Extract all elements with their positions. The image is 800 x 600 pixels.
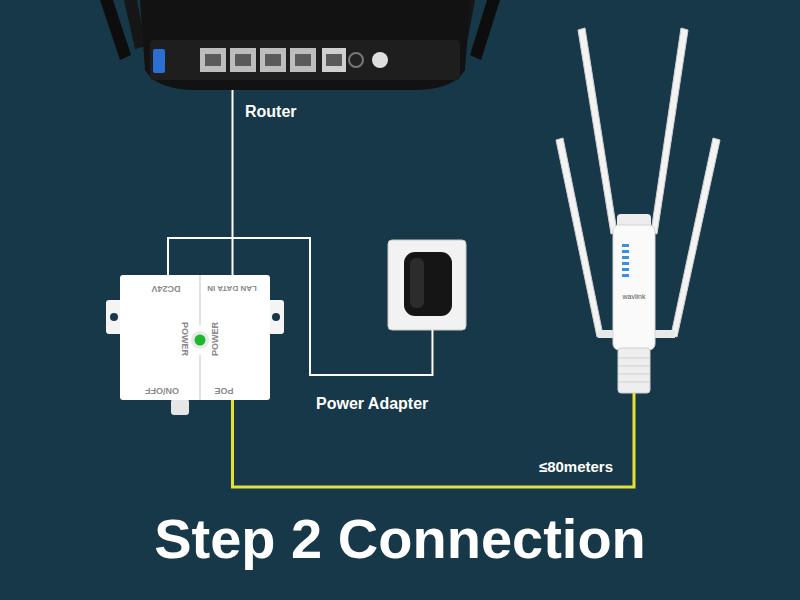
connector-ring bbox=[618, 366, 650, 367]
antenna-hinge bbox=[653, 330, 675, 338]
power-label: POWER bbox=[179, 322, 189, 356]
led bbox=[622, 268, 629, 271]
access-point: wavlink bbox=[613, 225, 655, 393]
usb-port bbox=[153, 49, 165, 73]
switch-label: ON/OFF bbox=[145, 385, 179, 395]
device-label: Power Adapter bbox=[316, 395, 428, 413]
port-hole bbox=[205, 54, 221, 66]
lan-port bbox=[260, 48, 286, 72]
switch-knob bbox=[171, 399, 189, 415]
ap-antenna bbox=[671, 138, 720, 337]
mount-hole bbox=[272, 313, 280, 321]
power-button bbox=[372, 52, 388, 68]
lan-port bbox=[290, 48, 316, 72]
port-hole bbox=[295, 54, 311, 66]
distance-label: ≤80meters bbox=[536, 459, 616, 476]
led bbox=[622, 262, 629, 265]
connector-ring bbox=[618, 382, 650, 383]
step-title: Step 2 Connection bbox=[0, 508, 800, 570]
port-hole bbox=[326, 54, 342, 66]
ap-connector bbox=[618, 348, 650, 393]
ap-antenna bbox=[578, 28, 617, 234]
power-adapter: Power Adapter bbox=[388, 240, 466, 330]
power-label: POWER bbox=[211, 322, 221, 356]
ap-body bbox=[613, 225, 655, 350]
wall-socket bbox=[388, 240, 466, 330]
injector-face bbox=[120, 275, 270, 400]
router-antenna bbox=[470, 0, 500, 60]
port-label: POE bbox=[214, 385, 233, 395]
ap-antenna bbox=[556, 138, 603, 337]
port-hole bbox=[265, 54, 281, 66]
router: Router bbox=[140, 0, 470, 90]
wan-port bbox=[322, 48, 346, 72]
router-panel bbox=[150, 40, 460, 80]
led bbox=[622, 244, 629, 247]
lan-port bbox=[200, 48, 226, 72]
cable bbox=[232, 90, 234, 275]
connector-ring bbox=[618, 358, 650, 359]
led bbox=[622, 250, 629, 253]
poe-injector: DC24V LAN DATA IN POWER POWER ON/OFF POE bbox=[120, 275, 270, 400]
led bbox=[622, 256, 629, 259]
router-body bbox=[140, 0, 470, 90]
device-label: Router bbox=[245, 103, 297, 121]
power-adapter bbox=[404, 252, 452, 316]
port-hole bbox=[235, 54, 251, 66]
cable bbox=[233, 393, 635, 487]
brand-label: wavlink bbox=[623, 293, 646, 301]
ap-antenna bbox=[651, 28, 688, 234]
connector-ring bbox=[618, 374, 650, 375]
port-label: DC24V bbox=[151, 283, 180, 293]
antenna-hinge bbox=[598, 330, 615, 338]
dc-jack bbox=[349, 53, 363, 67]
lan-port bbox=[230, 48, 256, 72]
adapter-shine bbox=[410, 258, 424, 308]
mount-hole bbox=[110, 313, 118, 321]
led bbox=[622, 274, 629, 277]
port-label: LAN DATA IN bbox=[207, 284, 257, 293]
